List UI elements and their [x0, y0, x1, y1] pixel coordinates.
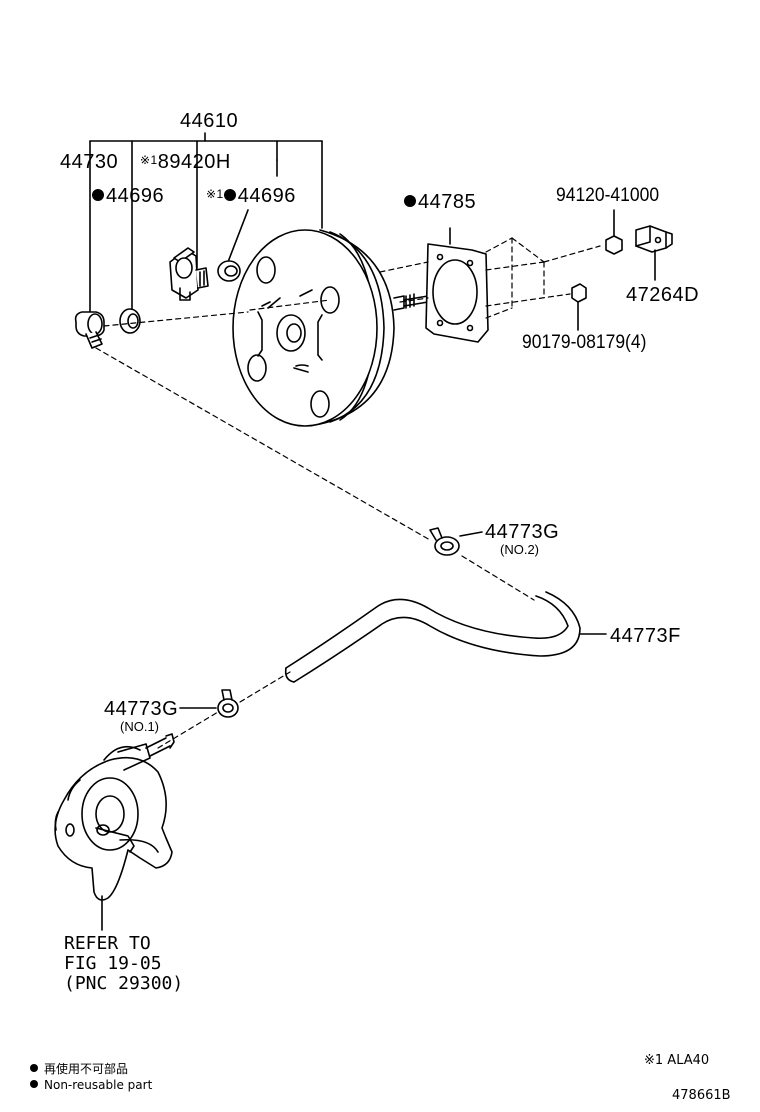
non-reusable-dot-icon: [404, 195, 416, 207]
check-valve-icon: [74, 311, 105, 349]
legend-en: Non-reusable part: [30, 1078, 152, 1092]
clip-no1-icon: [179, 689, 239, 718]
clevis-icon: [635, 225, 673, 281]
nut-top-icon: [605, 209, 623, 255]
label-grommet-right-wrap: ※1 44696: [206, 186, 296, 206]
label-nut-top: 94120-41000: [556, 185, 660, 206]
refer-line-1: REFER TO: [64, 933, 151, 954]
note-mark: ※1: [140, 153, 158, 167]
grommet-left-icon: [119, 308, 141, 334]
label-booster-assembly: 44610: [180, 110, 239, 132]
label-clip-no2: 44773G: [485, 521, 560, 543]
grommet-right-icon: [217, 260, 241, 282]
non-reusable-dot-icon: [92, 189, 104, 201]
label-grommet-right: 44696: [237, 185, 296, 207]
clip-no2-icon: [429, 527, 483, 556]
nut-group-icon: [571, 283, 587, 331]
vacuum-pump-icon: [54, 733, 175, 931]
label-grommet-left-wrap: 44696: [92, 186, 164, 206]
label-hose: 44773F: [610, 625, 681, 647]
label-clip-no1: 44773G: [104, 698, 179, 720]
pressure-sensor-icon: [169, 247, 209, 301]
legend-dot-icon: [30, 1080, 38, 1088]
legend-note: ※1 ALA40: [644, 1053, 710, 1068]
figure-code: 478661B: [672, 1088, 731, 1103]
legend-en-text: Non-reusable part: [44, 1078, 153, 1092]
note-mark: ※1: [206, 187, 224, 201]
label-gasket: 44785: [418, 191, 477, 213]
vacuum-hose-icon: [284, 591, 607, 683]
brake-booster-icon: [232, 229, 429, 427]
non-reusable-dot-icon: [223, 189, 236, 201]
label-clip-no2-sub: (NO.2): [500, 542, 539, 557]
refer-line-3: (PNC 29300): [64, 973, 184, 994]
label-grommet-left: 44696: [106, 185, 165, 207]
label-sensor: 89420H: [157, 151, 231, 173]
label-clevis: 47264D: [626, 284, 700, 306]
label-nut-group: 90179-08179(4): [522, 332, 647, 353]
gasket-icon: [425, 227, 489, 343]
label-sensor-wrap: ※189420H: [140, 152, 231, 172]
label-gasket-wrap: 44785: [404, 192, 476, 212]
legend-jp-text: 再使用不可部品: [44, 1062, 129, 1076]
legend-jp: 再使用不可部品: [30, 1060, 128, 1077]
refer-line-2: FIG 19-05: [64, 953, 162, 974]
legend-dot-icon: [30, 1064, 38, 1072]
label-check-valve: 44730: [60, 151, 119, 173]
assembly-bracket: [89, 132, 323, 316]
mounting-guides: [95, 237, 601, 749]
label-clip-no1-sub: (NO.1): [120, 719, 159, 734]
